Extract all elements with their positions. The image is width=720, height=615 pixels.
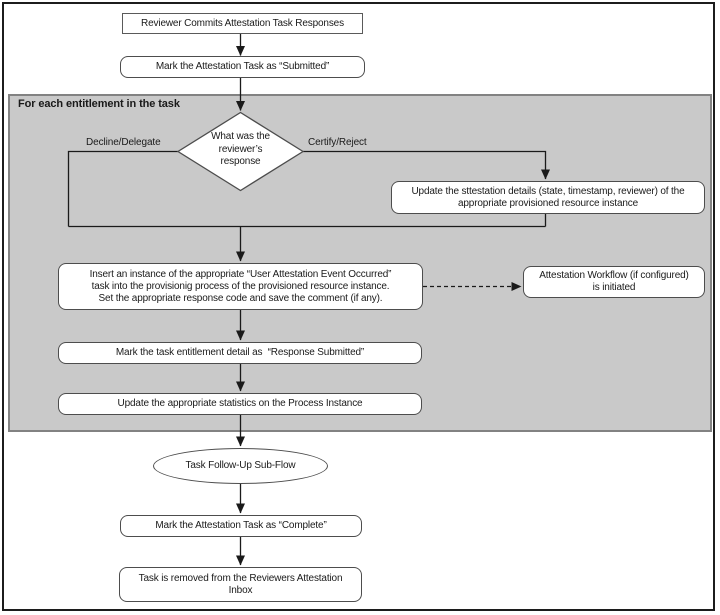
edge-label-certify-reject: Certify/Reject xyxy=(308,137,367,148)
node-insert-event-instance: Insert an instance of the appropriate “U… xyxy=(58,263,423,310)
edge-label-decline-delegate: Decline/Delegate xyxy=(86,137,161,148)
decision-diamond-label: What was the reviewer’s response xyxy=(211,131,270,167)
node-reviewer-commits: Reviewer Commits Attestation Task Respon… xyxy=(122,13,363,34)
edge-decline-path xyxy=(67,150,178,227)
node-task-removed-inbox: Task is removed from the Reviewers Attes… xyxy=(119,567,362,602)
edge-certify-path xyxy=(303,150,550,180)
loop-region-label: For each entitlement in the task xyxy=(18,98,180,110)
node-update-statistics: Update the appropriate statistics on the… xyxy=(58,393,422,415)
node-task-followup-subflow: Task Follow-Up Sub-Flow xyxy=(153,448,328,484)
node-mark-response-submitted: Mark the task entitlement detail as “Res… xyxy=(58,342,422,364)
node-mark-task-complete: Mark the Attestation Task as “Complete” xyxy=(120,515,362,537)
node-mark-task-submitted: Mark the Attestation Task as “Submitted” xyxy=(120,56,365,78)
decision-diamond-shape xyxy=(176,111,305,192)
node-update-attestation-details: Update the sttestation details (state, t… xyxy=(391,181,705,214)
node-attestation-workflow: Attestation Workflow (if configured) is … xyxy=(523,266,705,298)
